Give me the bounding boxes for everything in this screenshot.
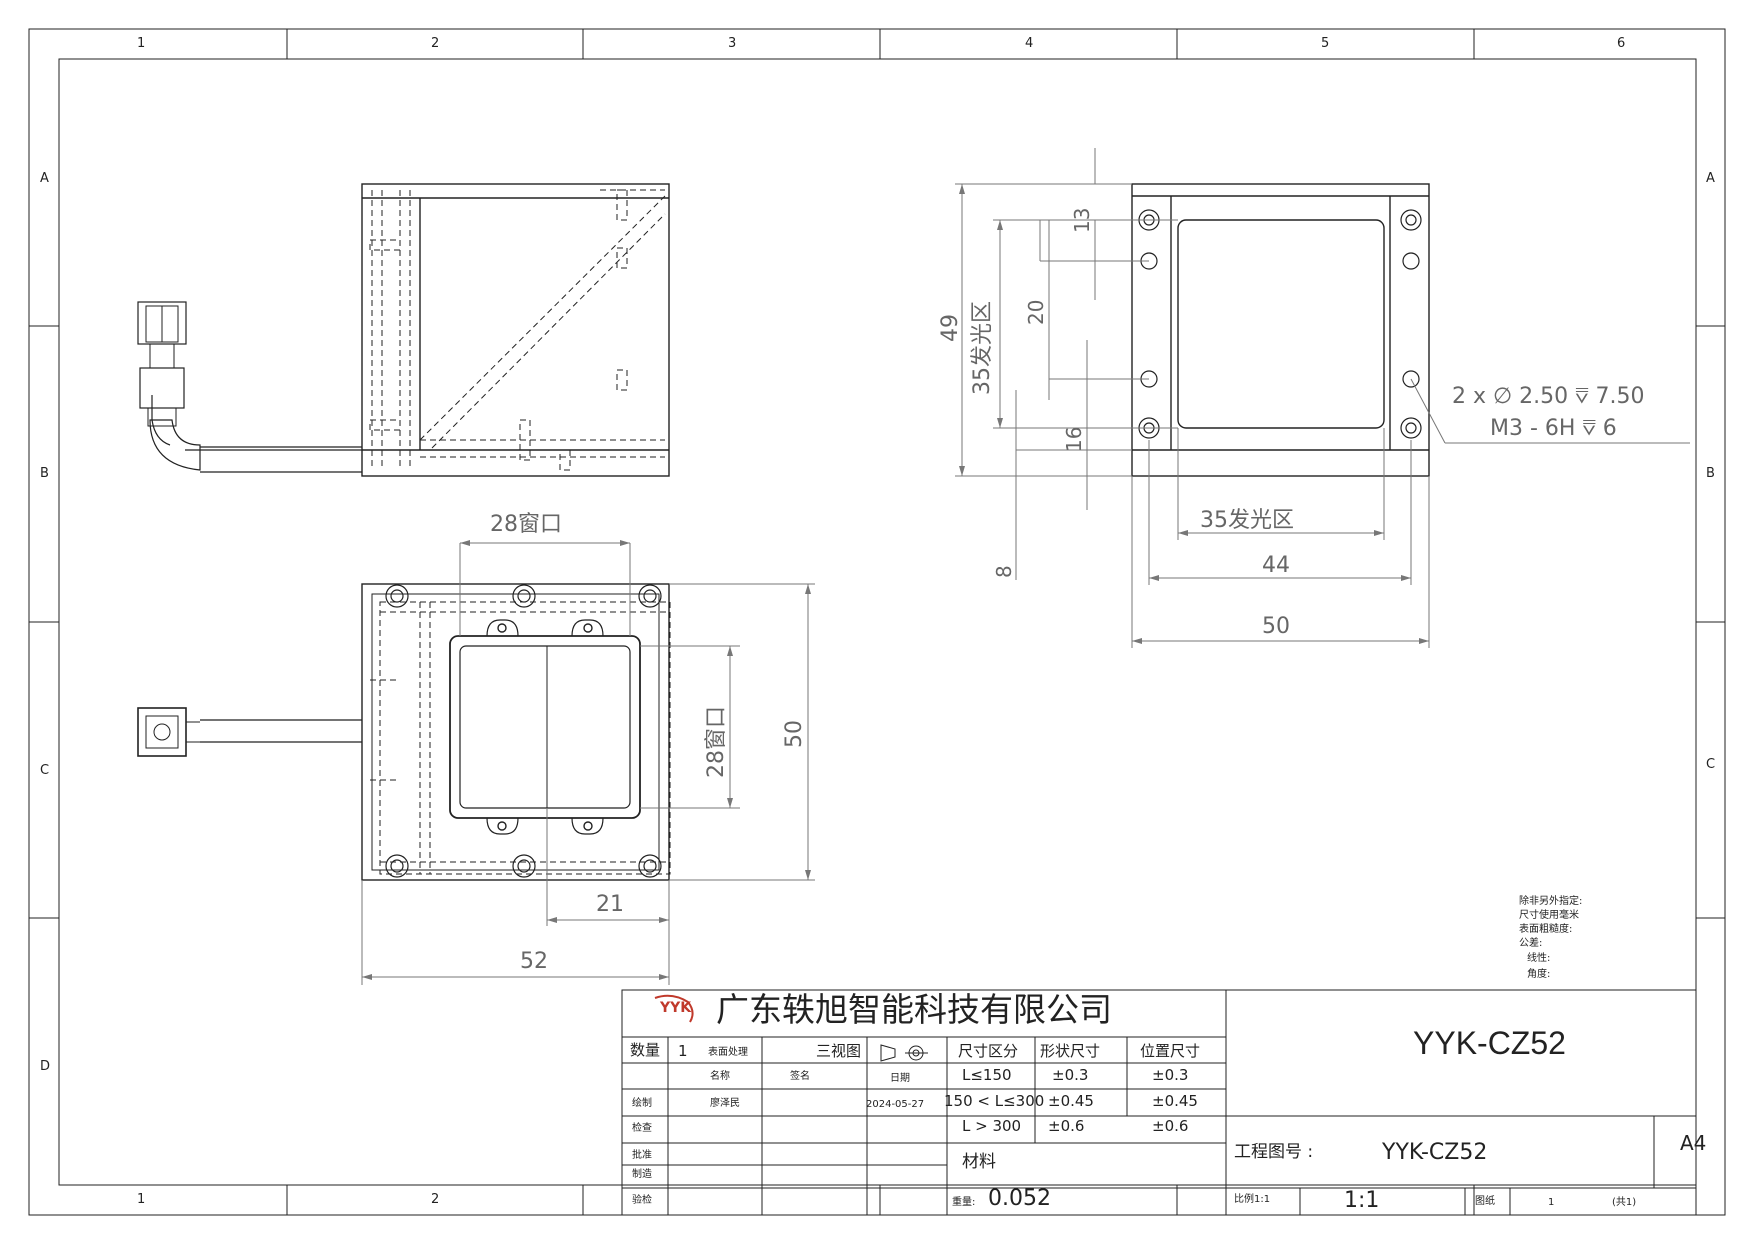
qty-value: 1 <box>678 1042 688 1060</box>
inspect-label: 验检 <box>632 1195 652 1206</box>
zone-col-3-top: 3 <box>728 36 737 51</box>
zone-row-b-right: B <box>1706 466 1715 481</box>
top-view <box>137 583 671 881</box>
zone-row-a-left: A <box>40 171 49 186</box>
hole-callout-line1: 2 x ∅ 2.50 ⩢ 7.50 <box>1452 384 1645 409</box>
note-line-3: 表面粗糙度: <box>1519 924 1573 935</box>
title-block <box>621 989 1697 1216</box>
zone-col-6-top: 6 <box>1617 36 1626 51</box>
qty-label: 数量 <box>630 1041 661 1059</box>
company-name: 广东轶旭智能科技有限公司 <box>716 990 1112 1029</box>
tol-row1-position: ±0.3 <box>1152 1066 1189 1084</box>
scale-value: 1:1 <box>1344 1188 1380 1213</box>
zone-col-5-top: 5 <box>1321 36 1330 51</box>
dim-49: 49 <box>938 314 963 342</box>
dim-50-horizontal: 50 <box>1262 614 1290 639</box>
zone-col-2-top: 2 <box>431 36 440 51</box>
dim-35-vertical: 35发光区 <box>970 301 995 395</box>
weight-value: 0.052 <box>988 1186 1051 1211</box>
zone-col-1-top: 1 <box>137 36 146 51</box>
note-line-2: 尺寸使用毫米 <box>1519 910 1579 921</box>
dim-window-width: 28窗口 <box>490 512 562 537</box>
tol-row3-size: L > 300 <box>962 1117 1022 1135</box>
tol-row3-form: ±0.6 <box>1048 1117 1085 1135</box>
drawer-name: 廖泽民 <box>710 1098 740 1109</box>
drawing-no-label: 工程图号 : <box>1234 1142 1314 1162</box>
note-line-1: 除非另外指定: <box>1519 896 1583 907</box>
zone-row-c-right: C <box>1706 757 1716 772</box>
sheet-value: 1 <box>1548 1197 1555 1208</box>
note-line-5: 线性: <box>1527 953 1551 964</box>
company-logo: YYK <box>660 1000 692 1016</box>
dim-window-height: 28窗口 <box>704 706 729 778</box>
tol-row3-position: ±0.6 <box>1152 1117 1189 1135</box>
dim-35-horizontal: 35发光区 <box>1200 508 1294 533</box>
front-view <box>137 183 670 477</box>
zone-row-d-left: D <box>40 1059 51 1074</box>
view-label: 三视图 <box>816 1042 862 1060</box>
zone-col-1-bottom: 1 <box>137 1192 146 1207</box>
sheet-label: 图纸 <box>1475 1196 1495 1207</box>
dim-13: 13 <box>1070 207 1094 233</box>
sign-label: 签名 <box>790 1071 810 1082</box>
sheet-total: (共1) <box>1612 1197 1637 1208</box>
tol-row2-size: 150 < L≤300 <box>944 1092 1045 1110</box>
weight-label: 重量: <box>952 1197 976 1208</box>
dim-20: 20 <box>1024 299 1048 325</box>
dim-offset-21: 21 <box>596 892 624 917</box>
scale-label: 比例1:1 <box>1234 1194 1271 1205</box>
material-label: 材料 <box>962 1152 996 1172</box>
tol-header-size: 尺寸区分 <box>958 1042 1019 1060</box>
dim-width-52: 52 <box>520 949 548 974</box>
name-label: 名称 <box>710 1071 730 1082</box>
check-label: 检查 <box>632 1123 652 1134</box>
make-label: 制造 <box>632 1169 652 1180</box>
note-line-4: 公差: <box>1519 938 1543 949</box>
drawing-no: YYK-CZ52 <box>1382 1140 1488 1165</box>
surface-label: 表面处理 <box>708 1047 748 1058</box>
dim-8: 8 <box>992 565 1016 578</box>
zone-row-c-left: C <box>40 763 50 778</box>
hole-callout-line2: M3 - 6H ⩢ 6 <box>1490 416 1617 441</box>
sheet-size: A4 <box>1680 1131 1707 1155</box>
tol-header-form: 形状尺寸 <box>1040 1042 1101 1060</box>
note-line-6: 角度: <box>1527 969 1551 980</box>
dim-44: 44 <box>1262 553 1290 578</box>
dim-top-height: 50 <box>782 720 807 748</box>
zone-col-4-top: 4 <box>1025 36 1034 51</box>
draw-date: 2024-05-27 <box>866 1099 925 1110</box>
zone-col-2-bottom: 2 <box>431 1192 440 1207</box>
tol-row2-form: ±0.45 <box>1048 1092 1094 1110</box>
tol-row2-position: ±0.45 <box>1152 1092 1198 1110</box>
approve-label: 批准 <box>632 1150 652 1161</box>
zone-row-a-right: A <box>1706 171 1715 186</box>
tol-row1-size: L≤150 <box>962 1066 1012 1084</box>
draw-label: 绘制 <box>632 1098 652 1109</box>
part-number: YYK-CZ52 <box>1413 1025 1566 1061</box>
zone-row-b-left: B <box>40 466 49 481</box>
date-label: 日期 <box>890 1073 910 1084</box>
tol-header-position: 位置尺寸 <box>1140 1042 1201 1060</box>
dim-16: 16 <box>1062 426 1086 452</box>
tol-row1-form: ±0.3 <box>1052 1066 1089 1084</box>
